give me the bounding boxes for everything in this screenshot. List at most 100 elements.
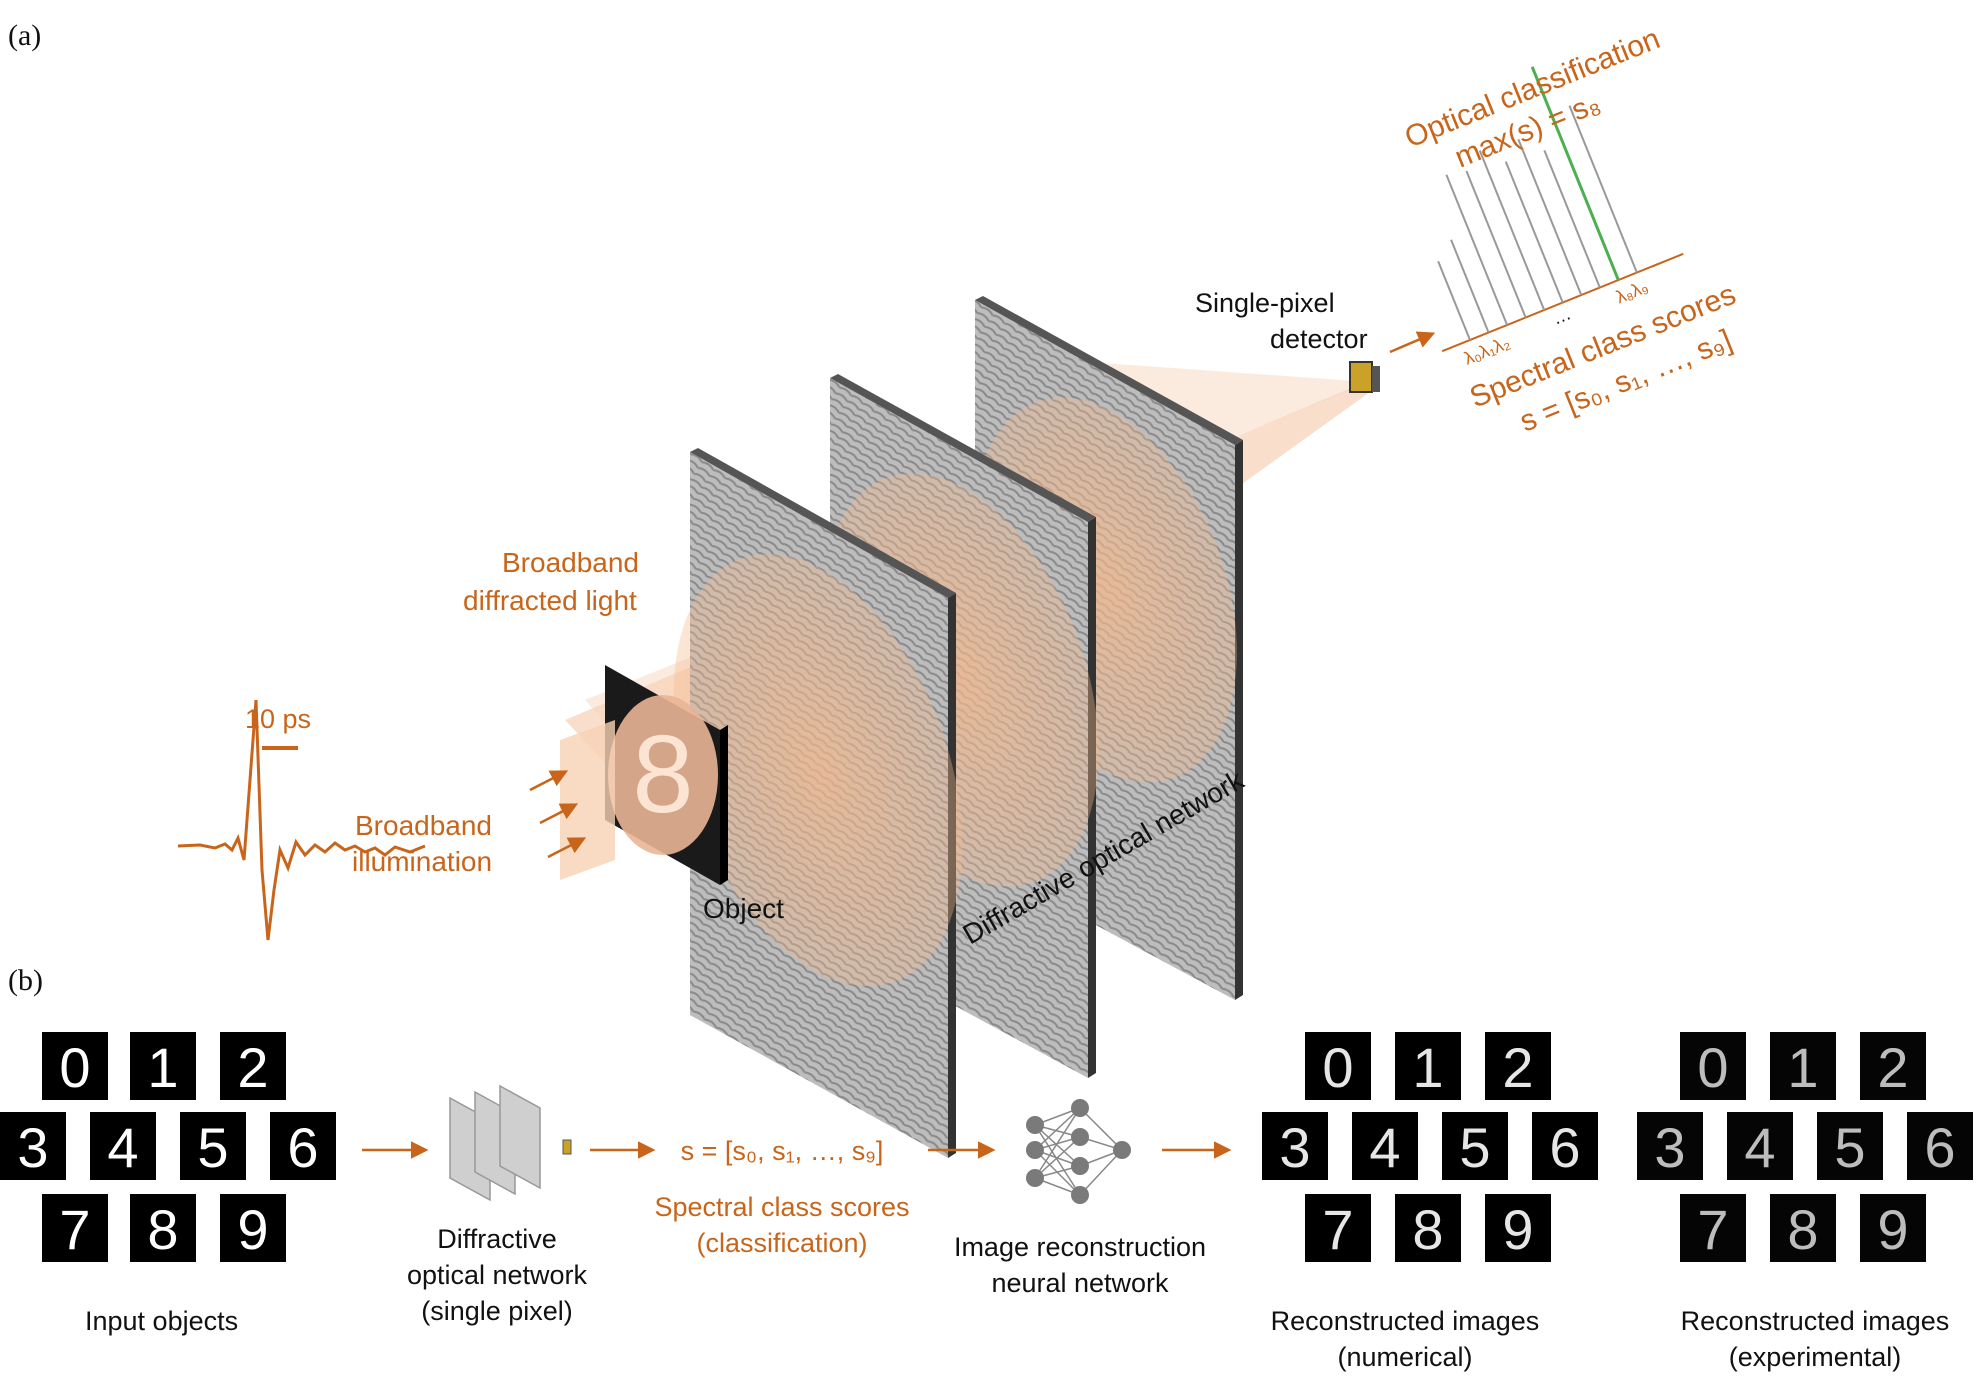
exp-digit: 1 <box>1787 1036 1818 1099</box>
detector-label-1: Single-pixel <box>1195 288 1335 318</box>
input-digit-tile: 7 <box>42 1194 108 1262</box>
input-digit: 9 <box>237 1198 268 1261</box>
recon-digit-tile: 7 <box>1305 1194 1371 1262</box>
input-digit-tile: 8 <box>130 1194 196 1262</box>
object-label: Object <box>703 893 784 924</box>
panel-a-label: (a) <box>8 19 41 52</box>
exp-digit-tile: 3 <box>1637 1112 1703 1180</box>
input-digit: 8 <box>147 1198 178 1261</box>
exp-digit: 9 <box>1877 1198 1908 1261</box>
exp-digit-tile: 0 <box>1680 1032 1746 1100</box>
scores-label-1: Spectral class scores <box>654 1192 909 1222</box>
input-digit-tile: 4 <box>90 1112 156 1180</box>
recon-digit-tile: 8 <box>1395 1194 1461 1262</box>
spectrum-line-0 <box>1437 260 1471 341</box>
input-objects-label: Input objects <box>85 1306 238 1336</box>
illumination-label-2: illumination <box>352 846 492 877</box>
pulse-waveform <box>177 699 426 941</box>
experimental-reconstructions-grid: 0 1 2 3 4 5 6 7 8 9 <box>1637 1032 1973 1262</box>
exp-digit: 2 <box>1877 1036 1908 1099</box>
input-digits-grid: 0 1 2 3 4 5 6 7 8 9 <box>0 1032 336 1262</box>
exp-digit: 7 <box>1697 1198 1728 1261</box>
experimental-label-2: (experimental) <box>1729 1342 1902 1372</box>
numerical-reconstructions-grid: 0 1 2 3 4 5 6 7 8 9 <box>1262 1032 1598 1262</box>
exp-digit: 4 <box>1744 1116 1775 1179</box>
mini-network-label-1: Diffractive <box>437 1224 557 1254</box>
object-mask: 8 <box>605 665 728 885</box>
recon-digit-tile: 5 <box>1442 1112 1508 1180</box>
diffractive-layer-1 <box>673 448 963 1158</box>
detector-label-2: detector <box>1270 324 1368 354</box>
recon-digit-tile: 2 <box>1485 1032 1551 1100</box>
input-digit: 5 <box>197 1116 228 1179</box>
nn-label-1: Image reconstruction <box>954 1232 1206 1262</box>
scores-label-2: (classification) <box>696 1228 867 1258</box>
experimental-label-1: Reconstructed images <box>1681 1306 1950 1336</box>
spectrum-line-5 <box>1504 161 1564 303</box>
input-digit: 0 <box>59 1036 90 1099</box>
recon-digit: 3 <box>1279 1116 1310 1179</box>
spectrum-line-1 <box>1450 239 1490 333</box>
recon-digit: 6 <box>1549 1116 1580 1179</box>
panel-b-label: (b) <box>8 964 43 997</box>
exp-digit-tile: 1 <box>1770 1032 1836 1100</box>
exp-digit: 8 <box>1787 1198 1818 1261</box>
exp-digit-tile: 8 <box>1770 1194 1836 1262</box>
recon-digit-tile: 1 <box>1395 1032 1461 1100</box>
exp-digit: 6 <box>1924 1116 1955 1179</box>
exp-digit: 3 <box>1654 1116 1685 1179</box>
single-pixel-detector <box>1349 361 1380 393</box>
exp-digit-tile: 4 <box>1727 1112 1793 1180</box>
exp-digit: 5 <box>1834 1116 1865 1179</box>
recon-digit-tile: 9 <box>1485 1194 1551 1262</box>
illum-arrow-1 <box>529 770 569 792</box>
input-digit-tile: 5 <box>180 1112 246 1180</box>
numerical-label-1: Reconstructed images <box>1271 1306 1540 1336</box>
spectrum-line-2 <box>1445 174 1509 326</box>
input-digit: 3 <box>17 1116 48 1179</box>
mini-network-label-3: (single pixel) <box>421 1296 573 1326</box>
spectrum-line-8-max <box>1530 66 1620 281</box>
illum-arrow-2 <box>539 803 579 825</box>
exp-digit-tile: 9 <box>1860 1194 1926 1262</box>
nn-label-2: neural network <box>991 1268 1169 1298</box>
recon-digit: 0 <box>1322 1036 1353 1099</box>
spectrum-line-6 <box>1517 138 1583 296</box>
diffracted-label-2: diffracted light <box>463 585 637 616</box>
exp-digit-tile: 2 <box>1860 1032 1926 1100</box>
spectrum-line-9 <box>1568 105 1638 273</box>
spectrum-line-4 <box>1478 150 1546 311</box>
incoming-beam <box>560 720 615 880</box>
input-digit: 1 <box>147 1036 178 1099</box>
mini-network-label-2: optical network <box>407 1260 588 1290</box>
input-digit: 2 <box>237 1036 268 1099</box>
recon-digit-tile: 4 <box>1352 1112 1418 1180</box>
exp-digit-tile: 6 <box>1907 1112 1973 1180</box>
recon-digit: 5 <box>1459 1116 1490 1179</box>
exp-digit-tile: 7 <box>1680 1194 1746 1262</box>
recon-digit: 1 <box>1412 1036 1443 1099</box>
recon-digit-tile: 0 <box>1305 1032 1371 1100</box>
input-digit-tile: 0 <box>42 1032 108 1100</box>
recon-digit: 4 <box>1369 1116 1400 1179</box>
recon-digit-tile: 6 <box>1532 1112 1598 1180</box>
recon-digit: 2 <box>1502 1036 1533 1099</box>
recon-digit-tile: 3 <box>1262 1112 1328 1180</box>
mini-diffractive-network <box>449 1084 572 1202</box>
diffracted-label-1: Broadband <box>502 547 639 578</box>
input-digit: 7 <box>59 1198 90 1261</box>
illumination-label-1: Broadband <box>355 810 492 841</box>
input-digit-tile: 1 <box>130 1032 196 1100</box>
input-digit-tile: 3 <box>0 1112 66 1180</box>
input-digit-tile: 2 <box>220 1032 286 1100</box>
recon-digit: 8 <box>1412 1198 1443 1261</box>
input-digit: 4 <box>107 1116 138 1179</box>
exp-digit-tile: 5 <box>1817 1112 1883 1180</box>
pulse-scale-label: 10 ps <box>245 704 311 734</box>
recon-digit: 7 <box>1322 1198 1353 1261</box>
spectrum-line-7 <box>1543 149 1601 288</box>
scores-formula: s = [s₀, s₁, …, s₉] <box>681 1136 884 1166</box>
input-digit: 6 <box>287 1116 318 1179</box>
numerical-label-2: (numerical) <box>1337 1342 1472 1372</box>
